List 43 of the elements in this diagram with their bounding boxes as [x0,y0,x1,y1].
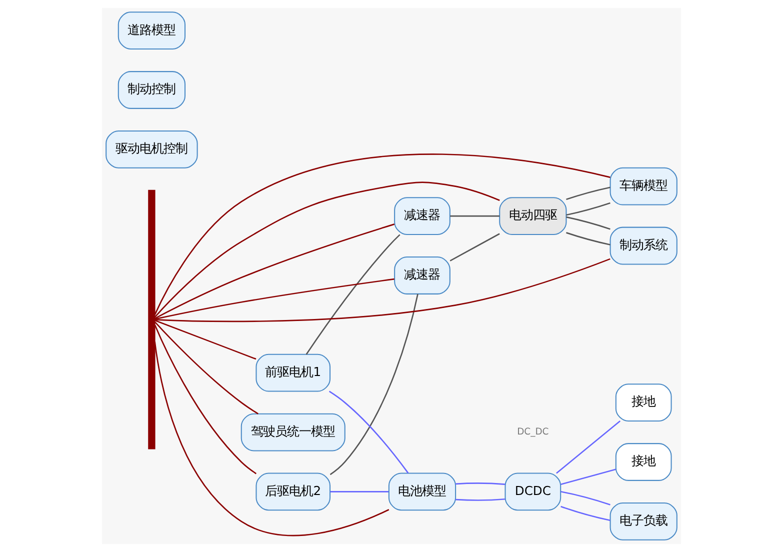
node-box: 道路模型 [118,12,186,50]
connector [154,278,394,320]
node-box: 前驱电机1 [256,354,331,392]
connector [328,390,409,474]
connector [566,186,610,200]
node-box: DCDC [504,472,562,511]
connector [330,294,418,476]
connector [556,420,620,474]
connector [154,182,500,318]
connector [560,468,616,486]
node-box: 驾驶员统一模型 [240,413,346,452]
connector [154,258,610,322]
node-box: 减速器 [394,256,450,294]
connector [560,506,610,522]
node-box: 接地 [615,443,672,481]
node-box: 后驱电机2 [256,472,331,511]
connector [456,498,506,501]
connector [154,320,256,360]
node-box: 电动四驱 [499,197,567,235]
node-box: 制动系统 [610,226,678,265]
connector [450,233,500,262]
connector [154,341,390,536]
connector [330,491,389,492]
node-box: 接地 [615,384,672,422]
node-bar [148,190,156,450]
node-label: DC_DC [517,426,549,438]
node-box: 电池模型 [388,472,456,511]
connector [154,224,395,320]
connector [456,482,506,485]
connector [154,322,258,414]
connector [154,324,256,474]
connector [566,202,610,216]
node-box: 电子负载 [610,502,678,540]
connector [306,234,400,355]
node-box: 车辆模型 [610,167,678,206]
connector [566,216,610,230]
connector [566,232,610,246]
connector [154,154,610,315]
node-box: 驱动电机控制 [106,130,198,168]
node-box: 减速器 [394,197,450,235]
connector [450,215,500,217]
node-box: 制动控制 [118,71,186,109]
connector [560,491,610,506]
